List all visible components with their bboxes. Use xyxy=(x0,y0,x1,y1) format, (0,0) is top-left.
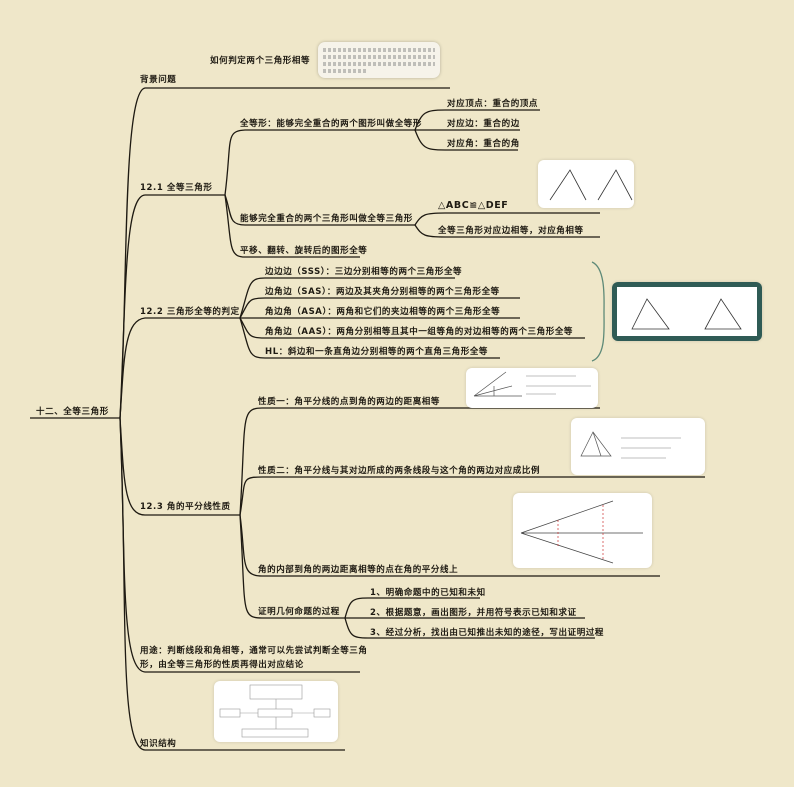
note-callout[interactable] xyxy=(318,42,440,78)
node-congruent-figure[interactable]: 全等形：能够完全重合的两个图形叫做全等形 xyxy=(240,119,423,129)
node-corr-side[interactable]: 对应边：重合的边 xyxy=(447,119,520,129)
node-proof[interactable]: 证明几何命题的过程 xyxy=(258,607,340,617)
rules-image xyxy=(612,282,762,341)
triangle-figure-icon xyxy=(549,169,633,201)
node-prop1[interactable]: 性质一：角平分线的点到角的两边的距离相等 xyxy=(258,397,441,407)
rule-sss[interactable]: 边边边（SSS）：三边分别相等的两个三角形全等 xyxy=(265,267,463,277)
node-prop2[interactable]: 性质二：角平分线与其对边所成的两条线段与这个角的两边对应成比例 xyxy=(258,466,541,476)
node-usage-line2[interactable]: 形，由全等三角形的性质再得出对应结论 xyxy=(140,660,304,670)
flowchart-icon xyxy=(219,684,331,738)
proof-step-2[interactable]: 2、根据题意，画出图形，并用符号表示已知和求证 xyxy=(370,608,577,618)
prop1-image xyxy=(466,368,598,408)
node-structure[interactable]: 知识结构 xyxy=(140,739,177,749)
rule-hl[interactable]: HL：斜边和一条直角边分别相等的两个直角三角形全等 xyxy=(265,347,489,357)
node-transform[interactable]: 平移、翻转、旋转后的图形全等 xyxy=(240,246,368,256)
rule-asa[interactable]: 角边角（ASA）：两角和它们的夹边相等的两个三角形全等 xyxy=(265,307,501,317)
structure-image xyxy=(214,681,338,742)
node-question[interactable]: 如何判定两个三角形相等 xyxy=(210,56,311,66)
angle-bisector-figure-icon xyxy=(473,371,591,397)
rule-aas[interactable]: 角角边（AAS）：两角分别相等且其中一组等角的对边相等的两个三角形全等 xyxy=(265,327,574,337)
proof-step-3[interactable]: 3、经过分析，找出由已知推出未知的途径，写出证明过程 xyxy=(370,628,605,638)
node-congruent-triangle[interactable]: 能够完全重合的两个三角形叫做全等三角形 xyxy=(240,214,413,224)
triangle-figure-icon xyxy=(631,298,742,330)
node-12-3[interactable]: 12.3 角的平分线性质 xyxy=(140,502,231,512)
node-corr-angle[interactable]: 对应角：重合的角 xyxy=(447,139,520,149)
angle-figure-icon xyxy=(520,500,643,564)
node-corr-vertex[interactable]: 对应顶点：重合的顶点 xyxy=(447,99,539,109)
node-converse[interactable]: 角的内部到角的两边距离相等的点在角的平分线上 xyxy=(258,565,459,575)
prop2-image xyxy=(571,418,705,475)
node-background[interactable]: 背景问题 xyxy=(140,75,177,85)
rule-sas[interactable]: 边角边（SAS）：两边及其夹角分别相等的两个三角形全等 xyxy=(265,287,500,297)
proof-step-1[interactable]: 1、明确命题中的已知和未知 xyxy=(370,588,486,598)
node-usage-line1[interactable]: 用途：判断线段和角相等，通常可以先尝试判断全等三角 xyxy=(140,646,368,656)
angle-bisector-figure-icon xyxy=(580,431,681,459)
node-12-1[interactable]: 12.1 全等三角形 xyxy=(140,183,213,193)
triangles-image xyxy=(538,160,634,208)
node-12-2[interactable]: 12.2 三角形全等的判定 xyxy=(140,307,240,317)
node-abc-def[interactable]: △ABC≌△DEF xyxy=(438,200,509,211)
converse-image xyxy=(513,493,652,568)
root-node[interactable]: 十二、全等三角形 xyxy=(36,407,109,417)
node-corr-equal[interactable]: 全等三角形对应边相等，对应角相等 xyxy=(438,226,584,236)
